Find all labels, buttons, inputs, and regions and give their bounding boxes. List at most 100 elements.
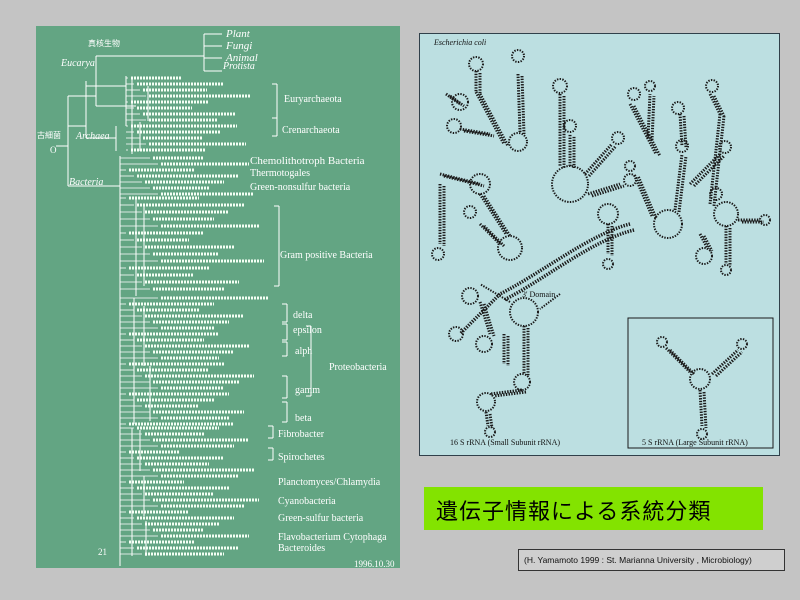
small-subunit-caption: 16 S rRNA (Small Subunit rRNA)	[450, 438, 561, 447]
rna-loop	[448, 326, 464, 342]
rna-loop	[713, 201, 739, 227]
rna-loop	[602, 258, 614, 270]
tree-group-label-crenarch: Crenarchaeota	[282, 125, 340, 136]
rna-strand	[673, 153, 684, 211]
rna-strand	[710, 348, 740, 376]
tree-group-label-gamma: gamm	[295, 385, 320, 396]
large-subunit-caption: 5 S rRNA (Large Subunit rRNA)	[642, 438, 748, 447]
rna-loop	[644, 80, 656, 92]
tree-group-label-protista: Protista	[223, 61, 255, 72]
rna-strand	[587, 144, 618, 178]
rna-loop	[671, 101, 685, 115]
rna-loop	[563, 119, 577, 133]
rna-loop	[446, 118, 462, 134]
rna-strand	[587, 182, 621, 196]
rna-loop	[475, 335, 493, 353]
rna-strand	[482, 303, 496, 337]
rna-strand	[503, 228, 635, 302]
rna-strand	[474, 91, 506, 145]
rna-strand	[692, 154, 726, 188]
rna-loop	[469, 173, 491, 195]
rna-loop	[463, 205, 477, 219]
rna-strand	[712, 95, 726, 117]
rna-strand	[636, 175, 658, 219]
tree-group-label-cyano: Cyanobacteria	[278, 496, 336, 507]
rna-strand	[488, 413, 494, 429]
rna-loop	[468, 56, 484, 72]
rna-strand	[516, 73, 522, 133]
large-subunit-inset-frame	[627, 317, 774, 449]
tree-group-label-kingdom2: 古細菌	[37, 131, 61, 140]
rna-loop	[611, 131, 625, 145]
rna-strand	[682, 115, 688, 149]
rna-loop	[624, 160, 636, 172]
rna-strand	[698, 389, 704, 427]
rna-strand	[478, 222, 502, 246]
tree-group-label-bactero: Bacteroides	[278, 543, 326, 554]
rna-loop	[431, 247, 445, 261]
rna-loop	[675, 139, 689, 153]
rna-strand	[482, 224, 506, 248]
rna-strand	[678, 113, 684, 147]
rna-loop	[513, 373, 531, 391]
tree-group-label-gram: Gram positive Bacteria	[280, 250, 373, 261]
rna-loop	[709, 187, 723, 201]
rna-strand	[628, 103, 658, 155]
rna-strand	[708, 93, 722, 115]
rna-loop	[653, 209, 683, 239]
rna-loop	[720, 264, 732, 276]
rna-strand	[445, 92, 461, 106]
tree-group-label-spiro: Spirochetes	[278, 452, 325, 463]
rna-loop	[476, 392, 496, 412]
tree-group-label-green_sul: Green-sulfur bacteria	[278, 513, 364, 524]
rna-strand	[458, 292, 502, 336]
rna-loop	[695, 247, 713, 265]
tree-group-label-bacteria: Bacteria	[69, 177, 104, 188]
domain-label: 3' Domain	[522, 290, 556, 299]
rna-strand	[702, 235, 714, 252]
slide-title: 遺伝子情報による系統分類	[436, 500, 712, 525]
organism-label: Escherichia coli	[434, 38, 487, 47]
rna-loop	[484, 426, 496, 438]
tree-group-label-alpha: alph	[295, 346, 313, 357]
rna-loop	[511, 49, 525, 63]
rna-loop	[736, 338, 748, 350]
rna-strand	[479, 283, 511, 303]
tree-group-label-plant: Plant	[226, 28, 250, 40]
tree-group-label-green_non: Green-nonsulfur bacteria	[250, 182, 351, 193]
rna-strand	[520, 75, 526, 135]
rna-loop	[627, 87, 641, 101]
rna-strand	[478, 93, 510, 147]
page-number: 21	[98, 547, 107, 557]
tree-group-label-archaea: Archaea	[76, 131, 110, 142]
tree-group-label-fungi: Fungi	[226, 40, 253, 52]
tree-date: 1996.10.30	[354, 559, 395, 569]
rrna-secondary-structure	[431, 49, 774, 449]
rna-strand	[459, 127, 491, 136]
rna-loop	[689, 368, 711, 390]
rna-strand	[583, 142, 614, 176]
phylogenetic-tree-drawing	[56, 33, 312, 566]
tree-group-label-beta: beta	[295, 413, 312, 424]
tree-group-label-flavo: Flavobacterium Cytophaga	[278, 532, 387, 543]
rna-loop	[705, 79, 719, 93]
rna-strand	[632, 173, 654, 217]
rna-strand	[478, 301, 492, 335]
tree-group-label-animal: Animal	[226, 52, 258, 64]
rna-loop	[597, 203, 619, 225]
tree-group-label-delta: delta	[293, 310, 313, 321]
rna-strand	[449, 94, 465, 108]
rna-loop	[623, 173, 637, 187]
rna-strand	[650, 95, 656, 141]
rna-strand	[698, 233, 710, 250]
slide-title-box: 遺伝子情報による系統分類	[424, 487, 763, 530]
rna-loop	[552, 78, 568, 94]
rna-loop	[497, 235, 523, 261]
tree-group-label-eucarya: Eucarya	[61, 58, 95, 69]
rna-loop	[551, 165, 589, 203]
rna-loop	[656, 336, 668, 348]
rna-strand	[668, 348, 696, 376]
tree-group-label-euryarch: Euryarchaeota	[284, 94, 342, 105]
tree-group-label-fibro: Fibrobacter	[278, 429, 325, 440]
tree-group-label-proteo: Proteobacteria	[329, 362, 387, 373]
